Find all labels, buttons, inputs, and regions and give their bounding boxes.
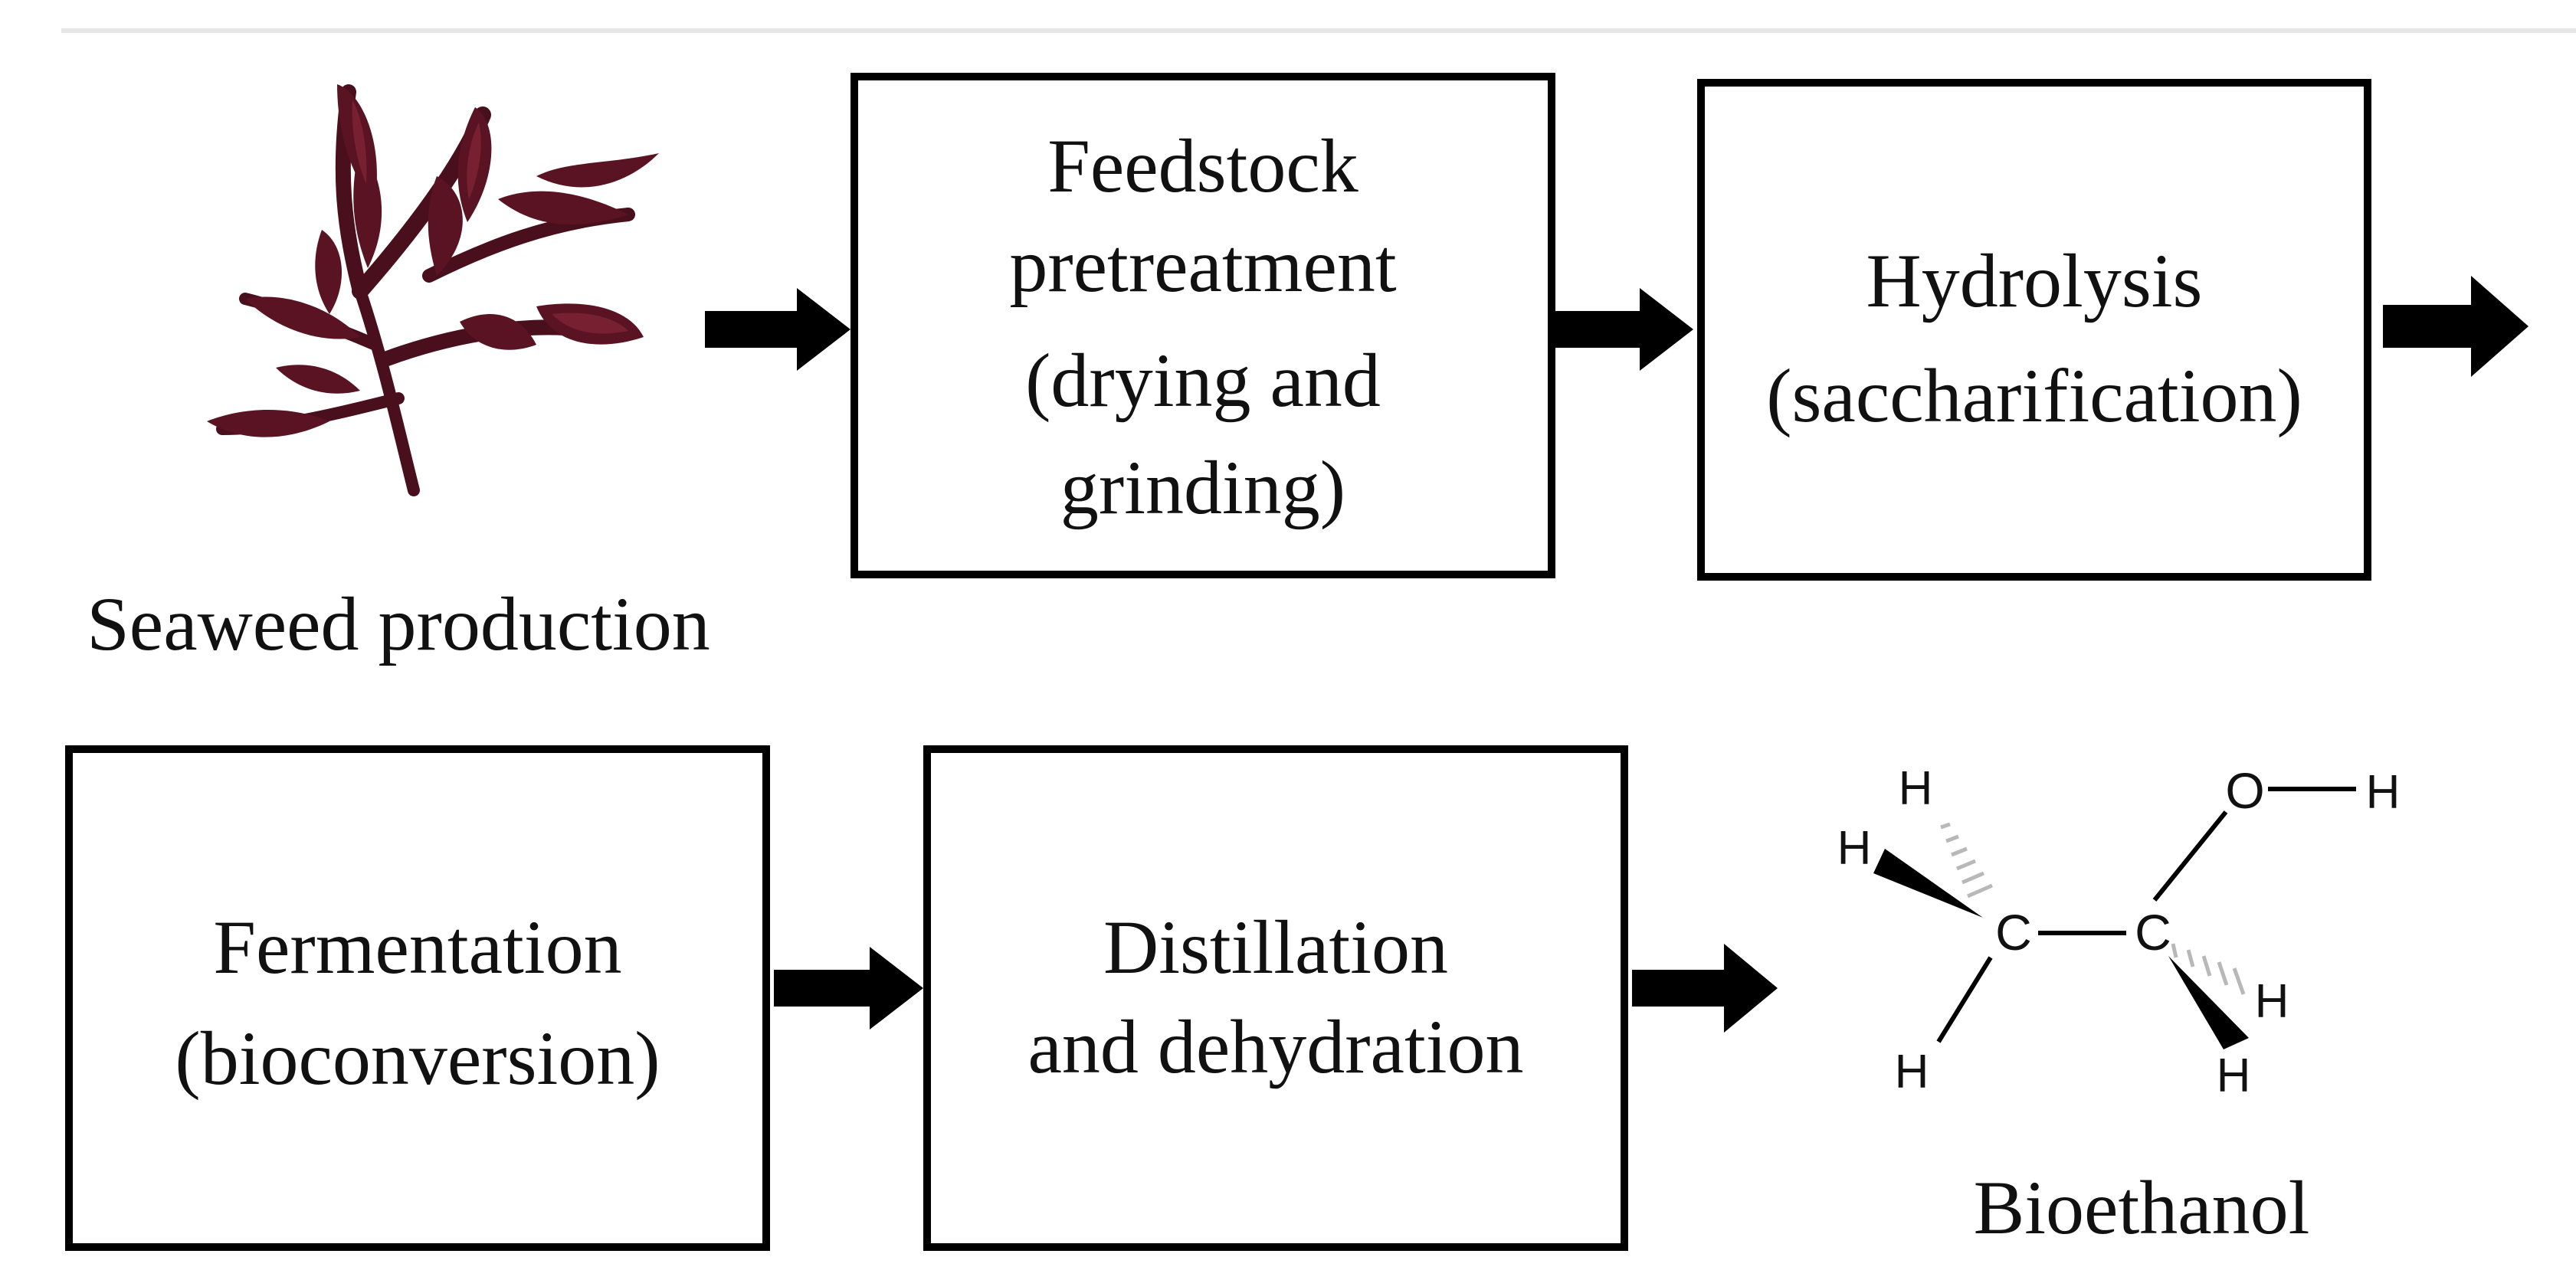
arrow-distillation-to-product <box>1632 944 1778 1033</box>
distillation-line-2: and dehydration <box>1027 1004 1523 1089</box>
bond-c1-h-left-wedge <box>1873 849 1983 918</box>
step-fermentation-box: Fermentation (bioconversion) <box>65 745 770 1251</box>
atom-h-hydroxyl: H <box>2366 766 2401 819</box>
atom-h-bottom-left: H <box>1895 1046 1929 1098</box>
atom-h-left: H <box>1837 822 1872 875</box>
atom-h-right: H <box>2255 975 2289 1028</box>
bond-c1-h-bottom <box>1936 956 1993 1043</box>
arrow-fermentation-to-distillation <box>774 947 923 1030</box>
bond-c1-h-top-hash <box>1940 822 1994 899</box>
pretreatment-line-4: grinding) <box>1060 445 1345 530</box>
bond-c2-o <box>2152 810 2228 902</box>
fermentation-line-1: Fermentation <box>213 905 621 990</box>
ethanol-molecule: C C O H H H H H H <box>1837 762 2401 1102</box>
arrow-hydrolysis-next <box>2383 276 2528 377</box>
bond-c2-h-right-hash <box>2171 943 2246 995</box>
atom-c2: C <box>2135 904 2171 961</box>
step-hydrolysis-box: Hydrolysis (saccharification) <box>1697 79 2371 581</box>
hydrolysis-line-2: (saccharification) <box>1766 353 2302 438</box>
pretreatment-line-3: (drying and <box>1025 338 1381 423</box>
pretreatment-line-2: pretreatment <box>1009 223 1396 308</box>
atom-o: O <box>2225 762 2264 819</box>
atom-h-bottom-right: H <box>2217 1049 2251 1102</box>
bond-c2-h-bottom-wedge <box>2168 956 2249 1049</box>
step-distillation-box: Distillation and dehydration <box>923 745 1628 1251</box>
atom-c1: C <box>1995 904 2032 961</box>
fermentation-line-2: (bioconversion) <box>175 1016 660 1101</box>
atom-h-top-left: H <box>1899 762 1933 815</box>
arrow-seaweed-to-pretreatment <box>705 288 850 371</box>
hydrolysis-line-1: Hydrolysis <box>1866 238 2203 323</box>
pretreatment-line-1: Feedstock <box>1047 123 1358 208</box>
distillation-line-1: Distillation <box>1103 905 1448 990</box>
seaweed-icon <box>207 84 659 496</box>
arrow-pretreatment-to-hydrolysis <box>1555 288 1693 371</box>
seaweed-production-label: Seaweed production <box>87 581 710 666</box>
bioethanol-label: Bioethanol <box>1974 1165 2310 1250</box>
step-pretreatment-box: Feedstock pretreatment (drying and grind… <box>850 73 1555 578</box>
